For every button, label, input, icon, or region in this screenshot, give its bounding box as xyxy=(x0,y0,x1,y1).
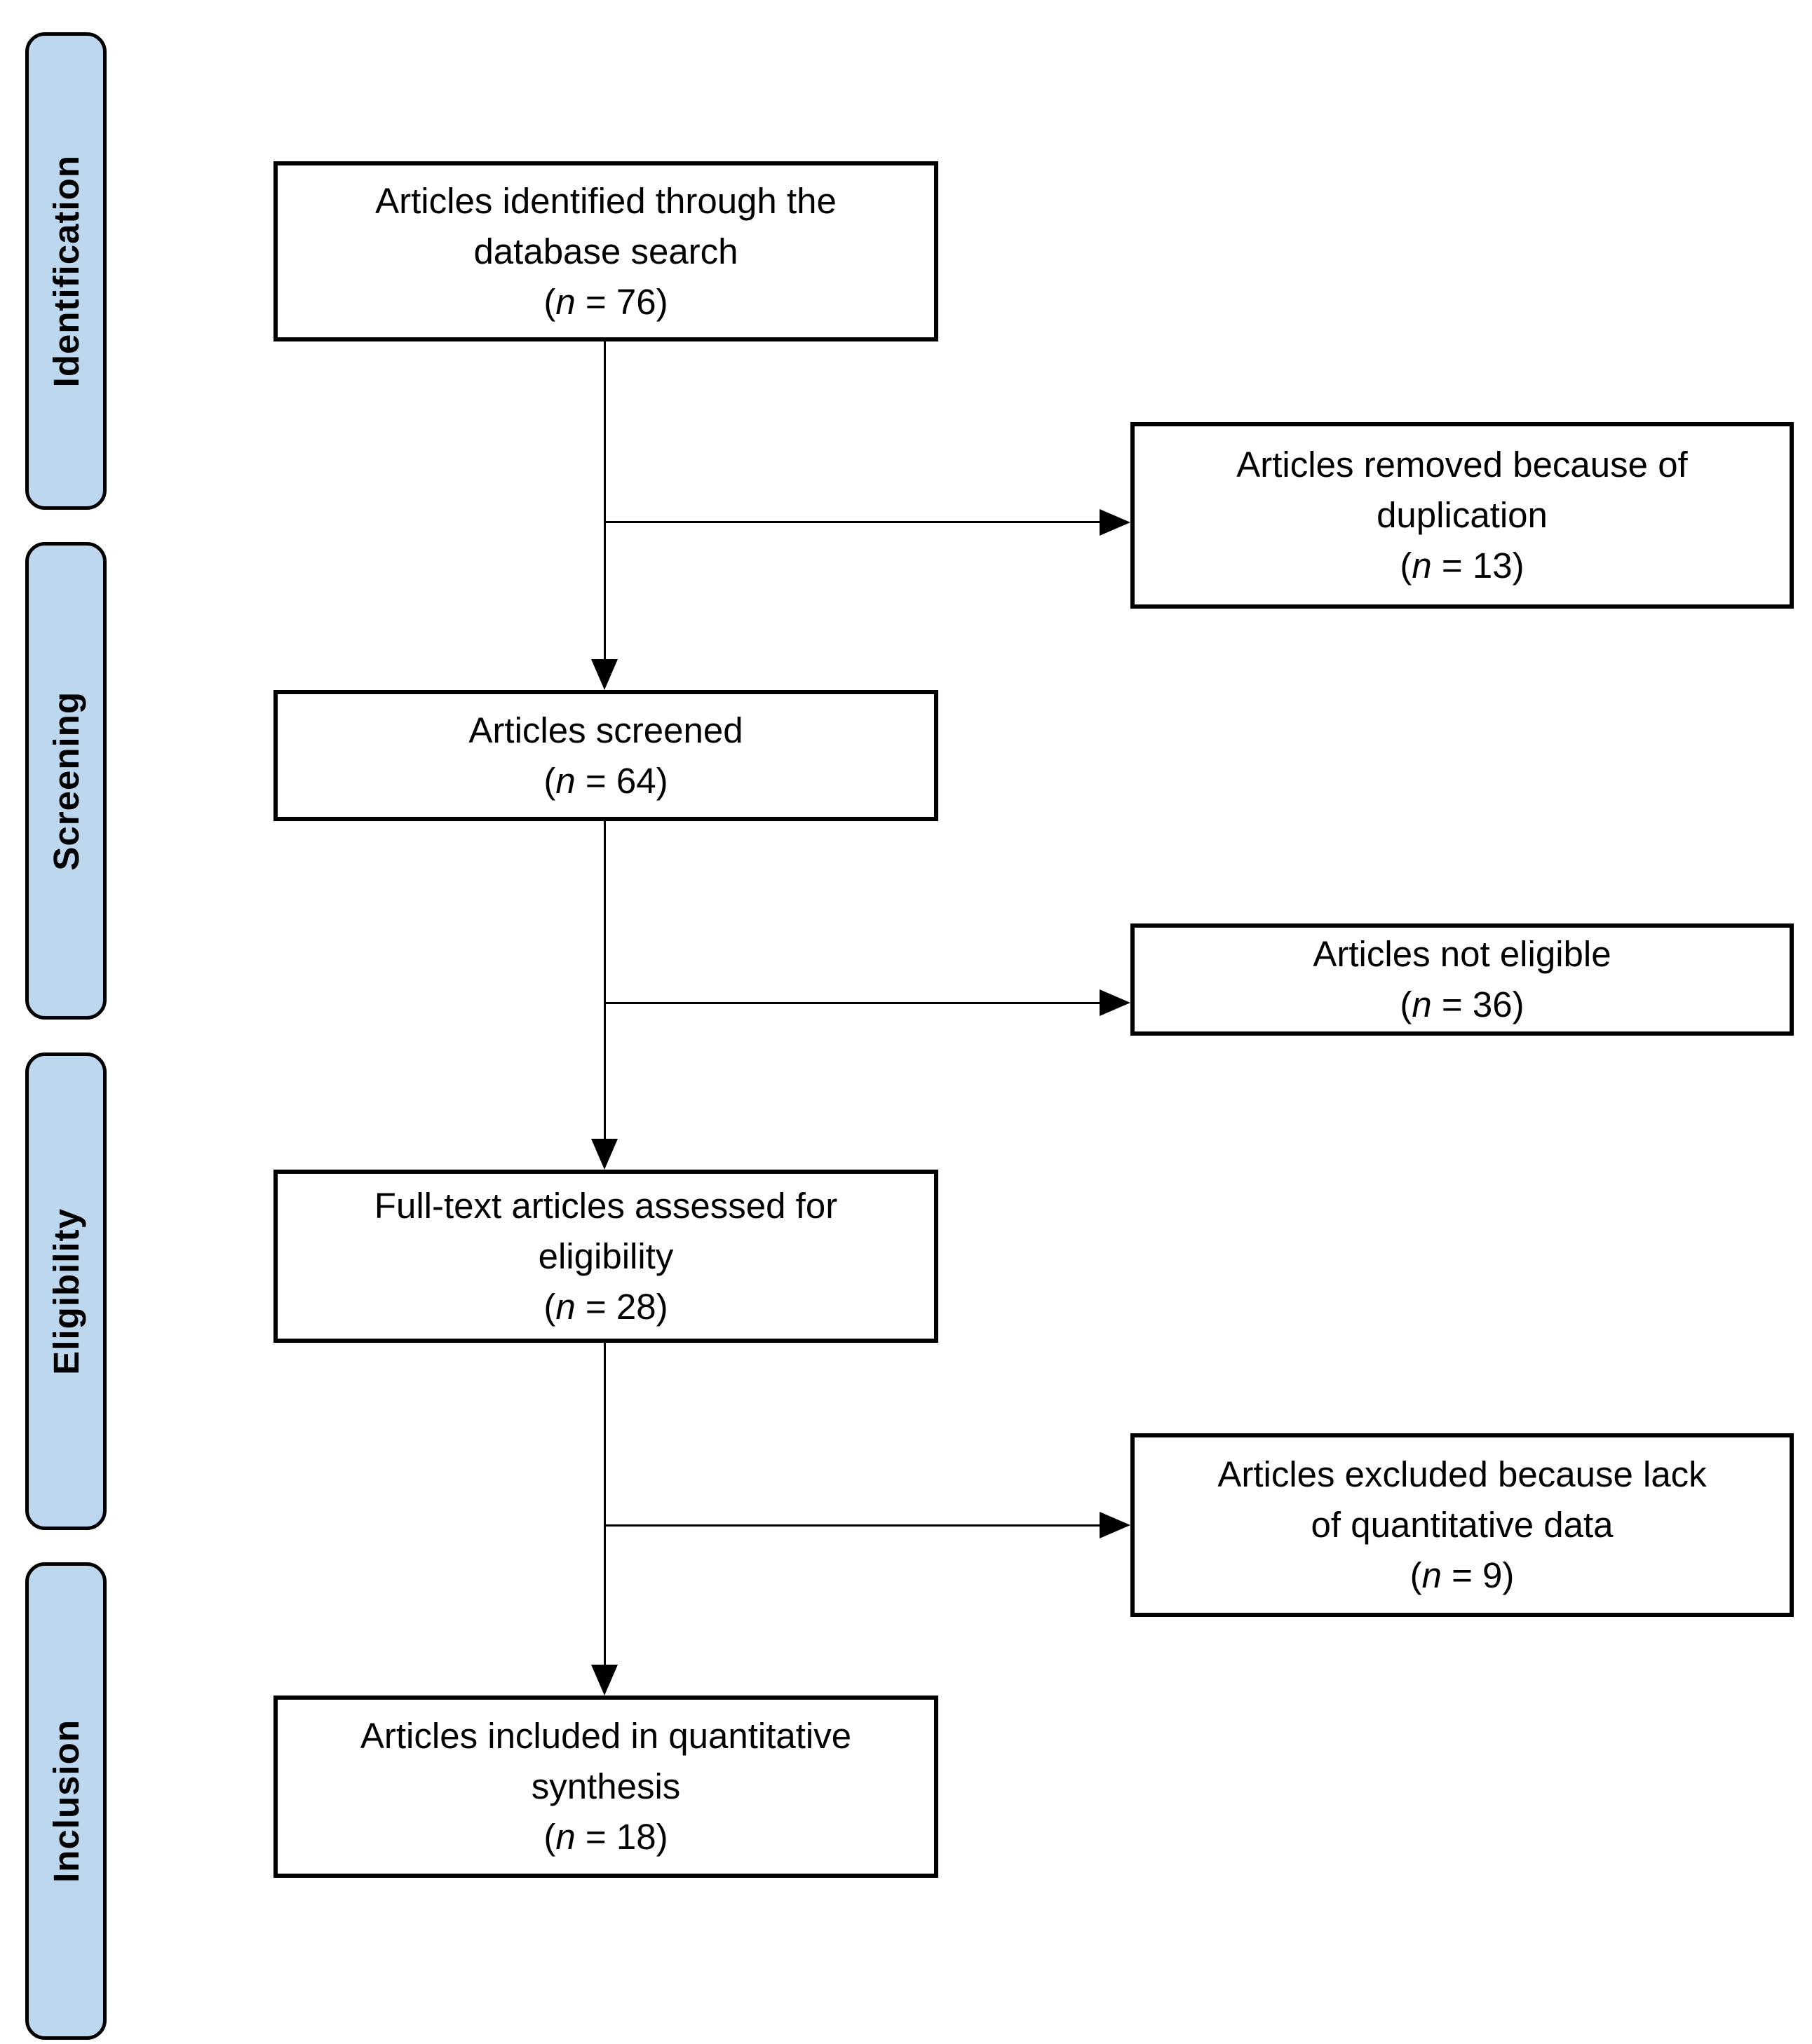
stage-label: Eligibility xyxy=(46,1207,86,1375)
count-n-var: n xyxy=(555,760,576,801)
box-label: Full-text articles assessed for eligibil… xyxy=(374,1185,838,1276)
down-arrowhead-icon xyxy=(591,1665,618,1696)
count-value: = 28) xyxy=(575,1286,668,1327)
count-open-paren: ( xyxy=(1409,1555,1422,1595)
count-open-paren: ( xyxy=(543,1286,556,1327)
box-not-eligible: Articles not eligible (n = 36) xyxy=(1130,923,1794,1036)
box-count: (n = 36) xyxy=(1400,980,1524,1030)
count-n-var: n xyxy=(1421,1555,1442,1595)
right-arrowhead-icon xyxy=(1100,989,1130,1016)
down-arrowhead-icon xyxy=(591,1139,618,1170)
box-count: (n = 28) xyxy=(543,1282,668,1332)
count-value: = 36) xyxy=(1431,984,1524,1024)
box-count: (n = 13) xyxy=(1400,541,1524,591)
right-arrowhead-icon xyxy=(1100,509,1130,536)
box-fulltext-assessed: Full-text articles assessed for eligibil… xyxy=(273,1170,938,1343)
count-open-paren: ( xyxy=(1400,984,1412,1024)
stage-identification: Identification xyxy=(25,32,107,510)
branch-to-excluded-no-quant-data xyxy=(604,1524,1100,1527)
stage-screening: Screening xyxy=(25,542,107,1020)
box-removed-duplication: Articles removed because of duplication … xyxy=(1130,422,1794,609)
count-open-paren: ( xyxy=(543,760,556,801)
stage-label: Identification xyxy=(46,154,86,388)
box-label: Articles excluded because lack of quanti… xyxy=(1217,1454,1707,1545)
count-n-var: n xyxy=(555,281,576,322)
branch-to-removed-duplication xyxy=(604,521,1100,523)
connector-identified-to-screened xyxy=(604,341,606,659)
box-label: Articles not eligible xyxy=(1313,934,1611,974)
box-label: Articles identified through the database… xyxy=(375,180,837,271)
count-value: = 18) xyxy=(575,1817,668,1857)
box-articles-included: Articles included in quantitative synthe… xyxy=(273,1696,938,1878)
branch-to-not-eligible xyxy=(604,1002,1100,1004)
box-count: (n = 64) xyxy=(543,756,668,806)
connector-screened-to-fulltext xyxy=(604,821,606,1139)
count-value: = 76) xyxy=(575,281,668,322)
box-count: (n = 18) xyxy=(543,1812,668,1862)
down-arrowhead-icon xyxy=(591,659,618,690)
count-value: = 64) xyxy=(575,760,668,801)
count-open-paren: ( xyxy=(543,281,556,322)
count-value: = 9) xyxy=(1441,1555,1515,1595)
stage-inclusion: Inclusion xyxy=(25,1562,107,2040)
box-count: (n = 9) xyxy=(1410,1550,1515,1601)
connector-fulltext-to-included xyxy=(604,1343,606,1665)
count-open-paren: ( xyxy=(1400,546,1412,586)
count-n-var: n xyxy=(555,1817,576,1857)
box-articles-screened: Articles screened (n = 64) xyxy=(273,690,938,821)
stage-eligibility: Eligibility xyxy=(25,1053,107,1530)
box-label: Articles included in quantitative synthe… xyxy=(360,1716,852,1806)
box-count: (n = 76) xyxy=(543,277,668,327)
count-n-var: n xyxy=(1412,984,1432,1024)
count-value: = 13) xyxy=(1431,546,1524,586)
stage-label: Screening xyxy=(46,691,86,871)
box-articles-identified: Articles identified through the database… xyxy=(273,161,938,341)
box-excluded-no-quant-data: Articles excluded because lack of quanti… xyxy=(1130,1433,1794,1617)
count-n-var: n xyxy=(1412,546,1432,586)
stage-label: Inclusion xyxy=(46,1719,86,1883)
count-open-paren: ( xyxy=(543,1817,556,1857)
box-label: Articles removed because of duplication xyxy=(1236,445,1688,535)
count-n-var: n xyxy=(555,1286,576,1327)
box-label: Articles screened xyxy=(468,710,743,750)
right-arrowhead-icon xyxy=(1100,1512,1130,1538)
